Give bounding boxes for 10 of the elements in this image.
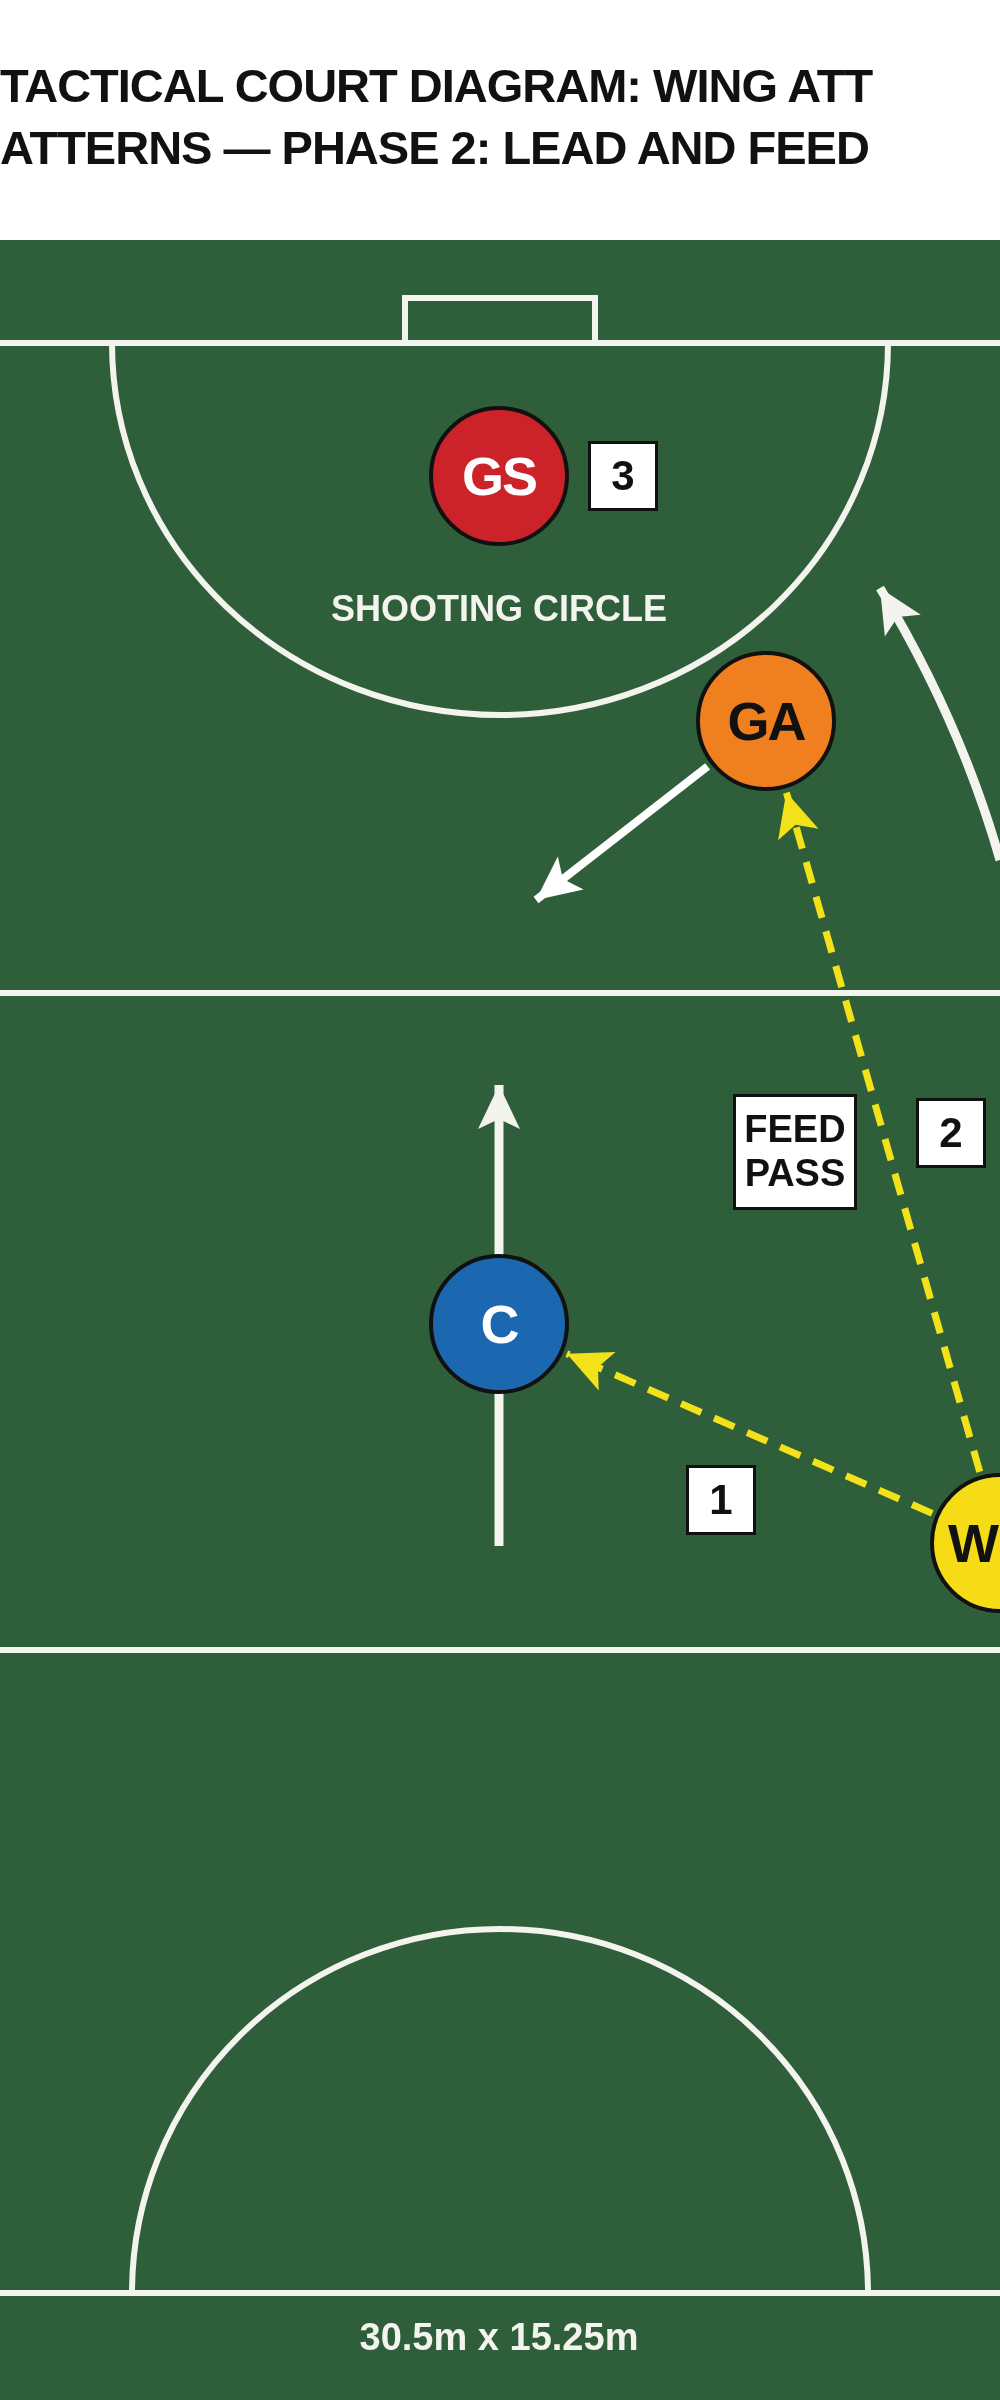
dimension-label: 30.5m x 15.25m bbox=[358, 2316, 640, 2360]
step-number: 3 bbox=[588, 441, 658, 511]
arrow bbox=[565, 1350, 934, 1517]
zone-label: SHOOTING CIRCLE bbox=[330, 588, 668, 631]
arrow bbox=[778, 791, 984, 1473]
arrow bbox=[533, 763, 711, 904]
title: TACTICAL COURT DIAGRAM: WING ATT ATTERNS — PHASE 2: LEAD AND FEED bbox=[0, 58, 874, 176]
step-number: 1 bbox=[686, 1465, 756, 1535]
pass-label: FEED PASS bbox=[733, 1094, 857, 1210]
step-number: 2 bbox=[916, 1098, 986, 1168]
